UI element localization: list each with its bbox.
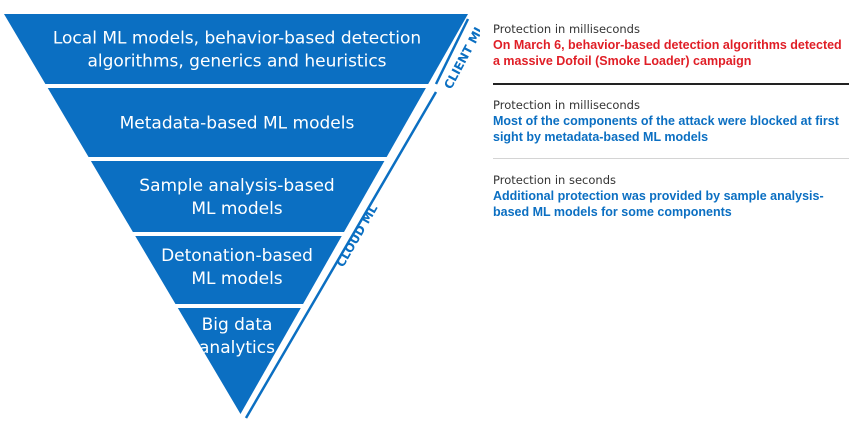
layer-metadata-ml [47,88,426,157]
note-timing-label: Protection in seconds [493,173,616,187]
cloud-ml-bracket [244,91,438,419]
note-detail-text: Additional protection was provided by sa… [493,189,824,219]
note-client-detection: Protection in milliseconds On March 6, b… [493,22,849,85]
layer-big-data-analytics [177,308,301,414]
note-timing-label: Protection in milliseconds [493,98,640,112]
layer-local-ml-label: Local ML models, behavior-based detectio… [53,29,421,49]
note-detail-text: Most of the components of the attack wer… [493,114,839,144]
ml-layers-funnel: Local ML models, behavior-based detectio… [4,14,480,419]
layer-metadata-ml-label: Metadata-based ML models [120,114,355,134]
note-detail-text: On March 6, behavior-based detection alg… [493,38,842,68]
funnel-layers: Local ML models, behavior-based detectio… [4,14,468,414]
layer-local-ml [4,14,468,84]
layer-sample-analysis-ml [90,161,385,232]
layer-sample-analysis-ml-label: Sample analysis-based [139,176,334,196]
layer-detonation-ml [135,236,342,304]
layer-big-data-analytics-label: analytics [199,338,275,358]
note-metadata-blocking: Protection in milliseconds Most of the c… [493,85,849,159]
layer-local-ml-label: algorithms, generics and heuristics [87,52,386,72]
protection-notes: Protection in milliseconds On March 6, b… [493,22,849,220]
layer-sample-analysis-ml-label: ML models [191,199,282,219]
note-sample-analysis: Protection in seconds Additional protect… [493,159,849,220]
layer-detonation-ml-label: ML models [191,269,282,289]
note-timing-label: Protection in milliseconds [493,22,640,36]
client-ml-bracket [434,18,470,85]
layer-detonation-ml-label: Detonation-based [161,246,313,266]
layer-big-data-analytics-label: Big data [202,315,273,335]
